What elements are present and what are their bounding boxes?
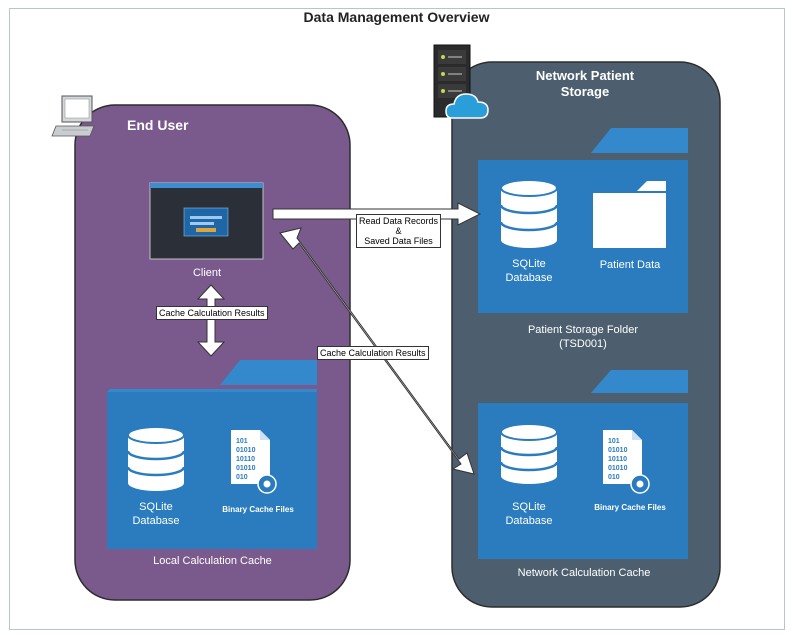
- patient-db-label-line2: Database: [505, 272, 553, 284]
- local-sqlite-db-icon: [126, 426, 186, 491]
- local-binary-text-1: 101: [236, 438, 248, 445]
- network-db-label: SQLite Database: [494, 500, 564, 528]
- local-db-label: SQLite Database: [121, 500, 191, 528]
- diagram-title: Data Management Overview: [303, 9, 490, 25]
- patient-sqlite-db-icon: [499, 179, 559, 248]
- read-edge-line3: Saved Data Files: [364, 236, 433, 246]
- end-user-title: End User: [127, 117, 189, 133]
- patient-data-label: Patient Data: [599, 259, 661, 271]
- network-binary-text-3: 10110: [608, 456, 627, 463]
- local-binary-file-icon: 101 01010 10110 01010 010: [231, 430, 277, 494]
- network-files-label: Binary Cache Files: [594, 503, 666, 512]
- network-title-line2: Storage: [560, 84, 610, 99]
- desktop-computer-icon: [51, 95, 95, 137]
- patient-folder-label: Patient Storage Folder (TSD001): [488, 323, 678, 351]
- local-binary-text-5: 010: [236, 474, 248, 481]
- local-db-label-line2: Database: [132, 515, 180, 527]
- network-sqlite-db-icon: [499, 423, 559, 484]
- local-cache-edge-label: Cache Calculation Results: [156, 306, 268, 320]
- network-title: Network Patient Storage: [520, 68, 650, 100]
- network-title-line1: Network Patient: [535, 68, 635, 83]
- local-binary-text-3: 10110: [236, 456, 255, 463]
- patient-folder-label-line2: (TSD001): [559, 338, 607, 350]
- read-edge-line1: Read Data Records: [359, 216, 439, 226]
- local-files-label: Binary Cache Files: [222, 505, 294, 514]
- network-binary-text-5: 010: [608, 474, 620, 481]
- patient-db-label-line1: SQLite: [512, 258, 546, 270]
- client-label: Client: [192, 267, 222, 279]
- network-cache-edge-label: Cache Calculation Results: [317, 346, 429, 360]
- local-cache-arrow: [196, 284, 226, 357]
- patient-data-folder-icon: [593, 181, 666, 248]
- network-cache-arrow: [279, 227, 475, 475]
- network-binary-text-4: 01010: [608, 465, 628, 472]
- local-db-label-line1: SQLite: [139, 501, 173, 513]
- local-binary-text-2: 01010: [236, 447, 256, 454]
- server-cloud-icon: [433, 44, 489, 119]
- network-db-label-line2: Database: [505, 515, 553, 527]
- patient-folder-label-line1: Patient Storage Folder: [527, 324, 639, 336]
- local-binary-text-4: 01010: [236, 465, 256, 472]
- read-data-edge-label: Read Data Records & Saved Data Files: [356, 214, 442, 248]
- network-binary-text-1: 101: [608, 438, 620, 445]
- network-binary-text-2: 01010: [608, 447, 628, 454]
- network-db-label-line1: SQLite: [512, 501, 546, 513]
- network-binary-file-icon: 101 01010 10110 01010 010: [603, 430, 650, 494]
- client-screen[interactable]: [149, 182, 264, 260]
- read-edge-line2: &: [395, 226, 402, 236]
- patient-db-label: SQLite Database: [494, 257, 564, 285]
- local-cache-label: Local Calculation Cache: [153, 555, 272, 567]
- network-cache-label: Network Calculation Cache: [517, 567, 651, 579]
